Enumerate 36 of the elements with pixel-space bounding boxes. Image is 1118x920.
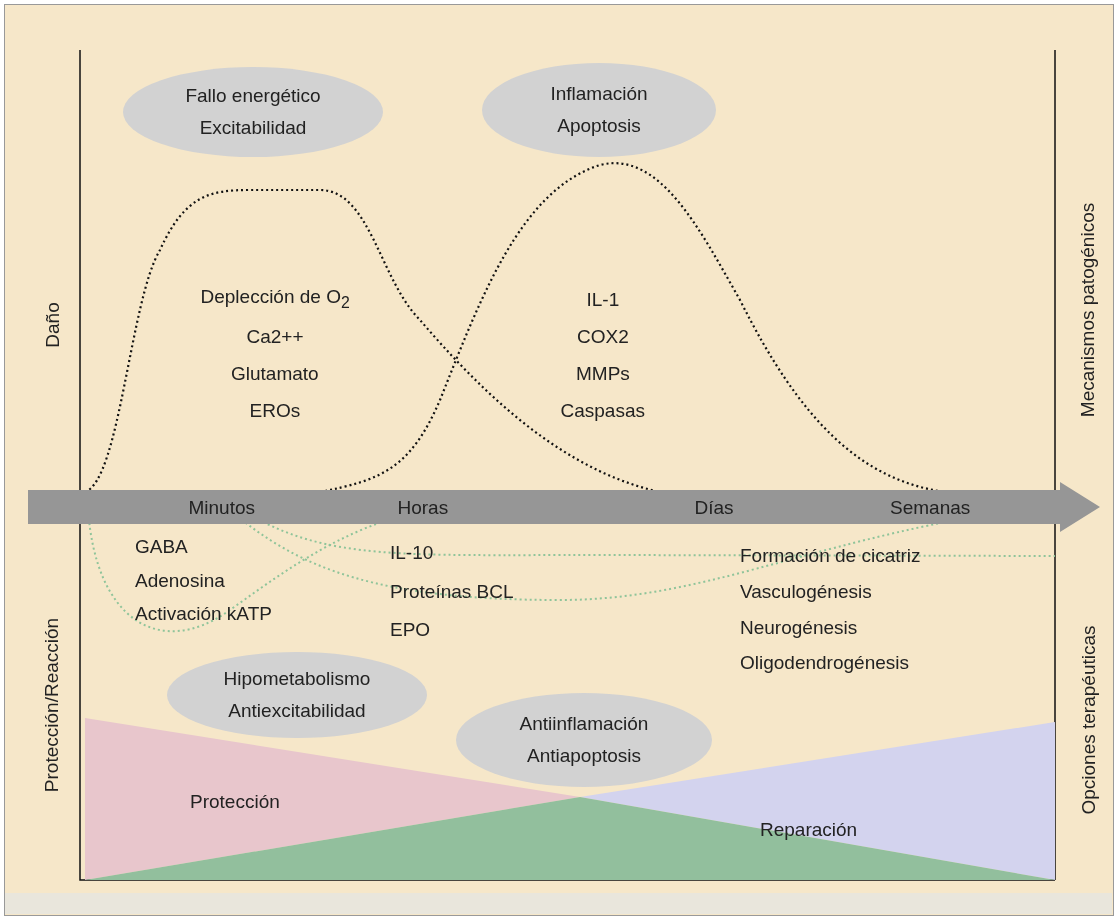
mechanism-item: Deplección de O$_{2}$: [200, 286, 350, 313]
repair-item: Neurogénesis: [740, 617, 858, 639]
bubble-text: Antiapoptosis: [525, 745, 643, 767]
mechanism-item: Glutamato: [231, 363, 319, 385]
mechanism-item: Ca2++: [246, 326, 304, 348]
time-label: Días: [694, 497, 734, 519]
protection-item: Activación kATP: [135, 603, 272, 625]
protection-item: EPO: [390, 619, 431, 641]
bubble-text: Antiinflamación: [518, 713, 650, 735]
mechanism-item: EROs: [249, 400, 301, 422]
mechanism-item: IL-1: [586, 289, 620, 311]
repair-item: Oligodendrogénesis: [740, 652, 909, 674]
area-label: Reparación: [760, 819, 858, 841]
bubble-text: Hipometabolismo: [222, 668, 372, 690]
mechanism-item: COX2: [577, 326, 629, 348]
time-label: Horas: [397, 497, 449, 519]
protection-item: Proteínas BCL: [390, 581, 514, 603]
bubble-text: Fallo energético: [184, 85, 322, 107]
repair-item: Vasculogénesis: [740, 581, 872, 603]
mechanism-item: MMPs: [576, 363, 630, 385]
mechanism-item: Caspasas: [560, 400, 645, 422]
axis-title: Opciones terapéuticas: [1077, 625, 1100, 815]
area-label: Protección: [190, 791, 280, 813]
protection-item: IL-10: [390, 542, 434, 564]
protection-item: GABA: [135, 536, 188, 558]
time-label: Minutos: [188, 497, 256, 519]
axis-title: Daño: [41, 302, 64, 348]
bubble-text: Inflamación: [549, 83, 649, 105]
bubble-text: Apoptosis: [556, 115, 642, 137]
bubble-text: Antiexcitabilidad: [227, 700, 367, 722]
protection-item: Adenosina: [135, 570, 225, 592]
axis-title: Protección/Reacción: [41, 617, 64, 793]
time-label: Semanas: [890, 497, 971, 519]
bubble-text: Excitabilidad: [198, 117, 308, 139]
repair-item: Formación de cicatriz: [740, 545, 921, 567]
axis-title: Mecanismos patogénicos: [1077, 202, 1100, 418]
